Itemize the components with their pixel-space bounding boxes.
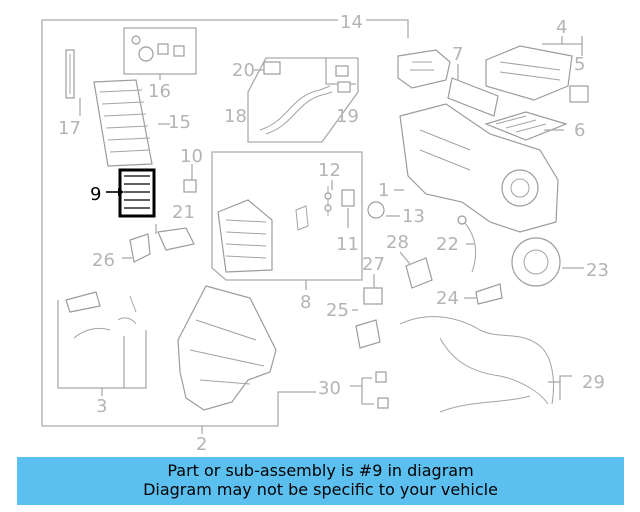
part-26-actuator [129, 233, 151, 263]
part-11-valve [341, 189, 355, 207]
part-21-actuator [157, 227, 195, 251]
callout-22: 22 [436, 234, 459, 255]
callout-13: 13 [402, 206, 425, 227]
part-27-actuator [363, 287, 383, 305]
callout-20: 20 [232, 60, 255, 81]
part-8-pipe [295, 205, 309, 231]
part-20-clip [263, 61, 281, 75]
callout-5: 5 [574, 54, 585, 75]
callout-27: 27 [362, 254, 385, 275]
part-24-resistor [475, 283, 503, 305]
callout-11: 11 [336, 234, 359, 255]
callout-15: 15 [168, 112, 191, 133]
part-2-housing [177, 285, 277, 411]
callout-7: 7 [452, 44, 463, 65]
callout-6: 6 [574, 120, 585, 141]
part-18-pipe [259, 85, 333, 135]
part-25-actuator [355, 319, 381, 349]
part-12-oring [324, 186, 332, 216]
callout-24: 24 [436, 288, 459, 309]
banner-line-part: Part or sub-assembly is #9 in diagram [167, 461, 474, 480]
part-22-hose [457, 215, 477, 273]
callout-16: 16 [148, 81, 171, 102]
frame-lines [41, 19, 583, 434]
part-5-actuator [569, 85, 589, 103]
part-19-orings [335, 65, 351, 93]
part-6-filter [484, 111, 568, 141]
part-28-actuator [405, 257, 433, 289]
part-3-hoses [65, 291, 137, 339]
part-9-cabin-filter[interactable] [106, 168, 156, 218]
callout-28: 28 [386, 232, 409, 253]
part-1-hvac-case [399, 103, 559, 233]
part-13-grommet [367, 201, 385, 219]
part-16-clips [131, 35, 185, 62]
callout-10: 10 [180, 146, 203, 167]
callout-12: 12 [318, 160, 341, 181]
callout-numbers: 14 4 5 7 6 16 17 15 20 18 19 10 12 1 9 2… [58, 12, 609, 455]
callout-18: 18 [224, 106, 247, 127]
part-7-bracket [447, 77, 499, 117]
part-29-harness [399, 316, 554, 413]
part-4-case [485, 45, 573, 101]
callout-25: 25 [326, 300, 349, 321]
callout-14: 14 [340, 12, 363, 33]
callout-17: 17 [58, 118, 81, 139]
callout-19: 19 [336, 106, 359, 127]
callout-26: 26 [92, 250, 115, 271]
callout-30: 30 [318, 378, 341, 399]
callout-2: 2 [196, 434, 207, 455]
callout-29: 29 [582, 372, 605, 393]
part-8-evaporator [217, 199, 273, 273]
callout-1: 1 [378, 180, 389, 201]
part-17-bracket [65, 49, 75, 99]
callout-23: 23 [586, 260, 609, 281]
callout-21: 21 [172, 202, 195, 223]
callout-8: 8 [300, 292, 311, 313]
part-14-seal [397, 49, 451, 89]
part-30-grommets [375, 371, 389, 409]
callout-9[interactable]: 9 [90, 184, 101, 205]
banner-line-disclaimer: Diagram may not be specific to your vehi… [143, 480, 498, 499]
callout-4: 4 [556, 17, 567, 38]
callout-3: 3 [96, 396, 107, 417]
info-banner: Part or sub-assembly is #9 in diagram Di… [17, 457, 624, 505]
part-23-blower [511, 237, 561, 287]
part-10-sensor [183, 179, 197, 193]
leader-lines [79, 64, 584, 311]
part-15-heater-core [93, 79, 153, 167]
